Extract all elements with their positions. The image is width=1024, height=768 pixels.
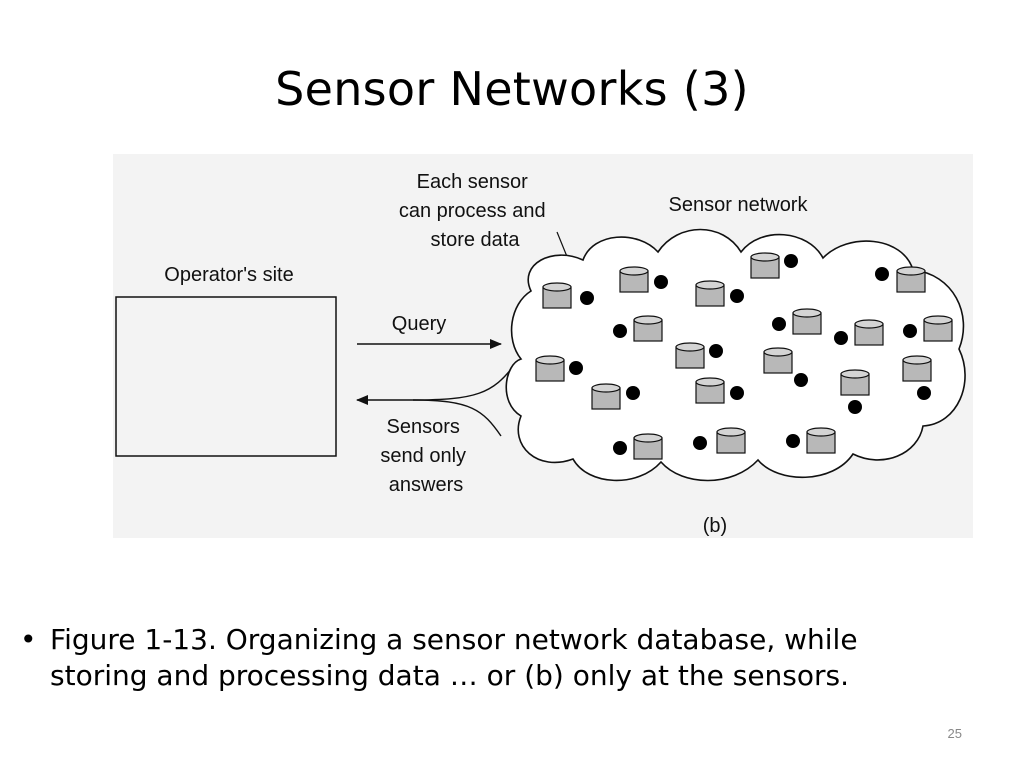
sensor-dot bbox=[794, 373, 808, 387]
answers-line-1: Sensors bbox=[387, 416, 460, 438]
sensor-cylinder bbox=[896, 266, 926, 293]
sensor-dot bbox=[693, 436, 707, 450]
sensor-cylinder bbox=[695, 377, 725, 404]
answers-line-3: answers bbox=[389, 474, 463, 496]
sensor-note-line-1: Each sensor bbox=[417, 171, 529, 193]
sensor-dot bbox=[613, 324, 627, 338]
answers-label: Sensors send only answers bbox=[380, 416, 471, 496]
sensor-cylinder bbox=[840, 369, 870, 396]
panel-label: (b) bbox=[703, 515, 727, 537]
sensor-dot bbox=[709, 344, 723, 358]
sensor-dot bbox=[613, 441, 627, 455]
sensor-cylinder bbox=[806, 427, 836, 454]
figure-canvas: Operator's site Query Sensors send only … bbox=[115, 171, 966, 537]
sensor-cylinder bbox=[923, 315, 953, 342]
page-number: 25 bbox=[947, 726, 962, 741]
sensor-cylinder bbox=[750, 252, 780, 279]
sensor-dot bbox=[772, 317, 786, 331]
caption-line-1: Figure 1-13. Organizing a sensor network… bbox=[50, 623, 858, 656]
sensor-cylinder bbox=[902, 355, 932, 382]
operator-site-label: Operator's site bbox=[164, 264, 293, 286]
sensor-dot bbox=[903, 324, 917, 338]
sensor-dot bbox=[626, 386, 640, 400]
slide-title: Sensor Networks (3) bbox=[275, 62, 749, 116]
sensor-cylinder bbox=[633, 433, 663, 460]
sensor-dot bbox=[654, 275, 668, 289]
sensor-cylinder bbox=[535, 355, 565, 382]
sensor-cylinder bbox=[854, 319, 884, 346]
sensor-cylinder bbox=[716, 427, 746, 454]
sensor-dot bbox=[580, 291, 594, 305]
sensor-cylinder bbox=[792, 308, 822, 335]
sensor-nodes bbox=[535, 252, 953, 460]
answers-curve-upper bbox=[412, 363, 516, 401]
sensor-cylinder bbox=[763, 347, 793, 374]
sensor-cylinder bbox=[675, 342, 705, 369]
sensor-cylinder bbox=[695, 280, 725, 307]
sensor-dot bbox=[569, 361, 583, 375]
answers-line-2: send only bbox=[380, 445, 466, 467]
sensor-dot bbox=[834, 331, 848, 345]
sensor-cylinder bbox=[591, 383, 621, 410]
sensor-note-line-2: can process and bbox=[399, 200, 546, 222]
sensor-dot bbox=[784, 254, 798, 268]
sensor-note: Each sensor can process and store data bbox=[399, 171, 551, 251]
sensor-network-label: Sensor network bbox=[669, 194, 809, 216]
query-label: Query bbox=[392, 313, 446, 335]
operator-site-box bbox=[115, 296, 337, 457]
bullet-marker: • bbox=[20, 623, 37, 656]
sensor-dot bbox=[730, 289, 744, 303]
sensor-cylinder bbox=[633, 315, 663, 342]
caption-line-2: storing and processing data … or (b) onl… bbox=[50, 659, 850, 692]
sensor-network-figure: Operator's site Query Sensors send only … bbox=[113, 154, 973, 538]
sensor-dot bbox=[848, 400, 862, 414]
sensor-dot bbox=[786, 434, 800, 448]
sensor-cylinder bbox=[542, 282, 572, 309]
sensor-dot bbox=[917, 386, 931, 400]
sensor-dot bbox=[875, 267, 889, 281]
figure-caption: • Figure 1-13. Organizing a sensor netwo… bbox=[20, 622, 980, 694]
sensor-note-line-3: store data bbox=[431, 229, 521, 251]
answers-curve-lower bbox=[412, 399, 502, 437]
sensor-cylinder bbox=[619, 266, 649, 293]
sensor-dot bbox=[730, 386, 744, 400]
caption-text: Figure 1-13. Organizing a sensor network… bbox=[50, 622, 980, 694]
